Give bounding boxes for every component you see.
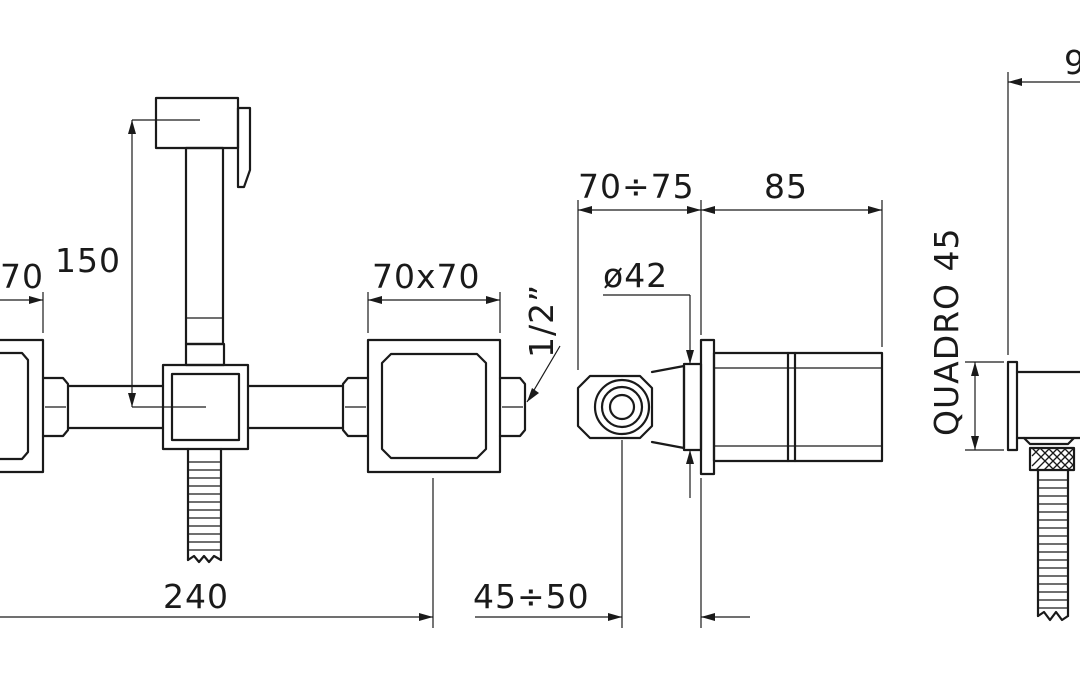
right-hose <box>1036 468 1070 622</box>
dim-85-label: 85 <box>764 167 808 206</box>
side-nut <box>576 374 654 440</box>
dim-thread-label: 1/2” <box>522 284 561 358</box>
right-side-view: QUADRO 45 9 <box>927 43 1080 622</box>
dim-top-right-label: 9 <box>1064 43 1080 82</box>
dim-150-label: 150 <box>55 241 121 280</box>
dim-handshower-height: 150 <box>55 119 200 407</box>
wall-bracket <box>1006 360 1080 452</box>
dim-240-label: 240 <box>163 577 229 616</box>
dim-top-right: 9 <box>1007 43 1080 355</box>
outlet-nut <box>498 376 527 438</box>
side-knob <box>712 351 884 463</box>
right-hex-nut <box>341 376 370 438</box>
dim-85: 85 <box>701 167 883 347</box>
dim-left-box-width: 70 <box>0 257 44 333</box>
dim-left-box-label: 70 <box>0 257 44 296</box>
dim-quadro-45-label: QUADRO 45 <box>927 228 966 437</box>
dim-thread-leader: 1/2” <box>522 284 561 403</box>
dim-right-box-width: 70x70 <box>367 257 501 333</box>
dim-diameter-42-label: ø42 <box>603 256 668 295</box>
front-view: 70 150 70x70 1/2” <box>0 96 561 628</box>
left-hex-nut <box>41 376 70 438</box>
handshower <box>154 96 252 346</box>
connection-pipe <box>66 384 345 430</box>
center-connector <box>132 342 250 451</box>
dim-overall-length: 240 <box>0 478 434 628</box>
dim-70-75: 70÷75 <box>577 167 702 370</box>
knurled-ring <box>1028 446 1076 472</box>
dim-70-75-label: 70÷75 <box>578 167 695 206</box>
side-body <box>650 338 716 476</box>
dim-diameter-42: ø42 <box>603 256 694 498</box>
dim-70x70-label: 70x70 <box>372 257 481 296</box>
dim-45-50-label: 45÷50 <box>473 577 590 616</box>
dim-quadro-45: QUADRO 45 <box>927 228 1004 451</box>
side-view: 70÷75 85 ø42 45÷50 <box>473 167 884 628</box>
hose <box>186 447 223 564</box>
left-valve-box <box>0 338 45 474</box>
right-valve-box <box>366 338 502 474</box>
dim-45-50: 45÷50 <box>473 440 750 628</box>
